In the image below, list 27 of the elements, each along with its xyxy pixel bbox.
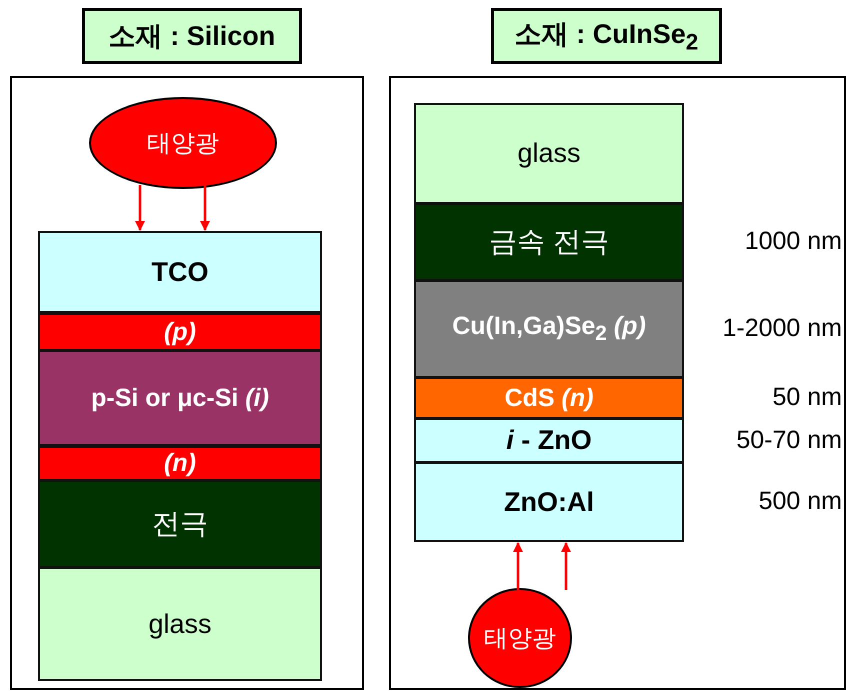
- layer-box: 전극: [38, 480, 322, 568]
- arrow: [513, 542, 523, 590]
- panel-frame: [10, 76, 364, 690]
- thickness-label: 50-70 nm: [736, 426, 842, 454]
- layer-box: (p): [38, 313, 322, 351]
- layer-box: glass: [414, 103, 684, 204]
- thickness-label: 50 nm: [772, 383, 842, 412]
- arrow: [135, 185, 145, 231]
- title-box: 소재 : Silicon: [82, 8, 302, 64]
- panel-frame: [389, 76, 846, 690]
- thickness-label: 500 nm: [758, 487, 842, 516]
- arrow: [200, 185, 210, 231]
- thickness-label: 1-2000 nm: [722, 314, 842, 343]
- sunlight-ellipse: 태양광: [89, 97, 277, 189]
- layer-box: (n): [38, 446, 322, 481]
- layer-box: 금속 전극: [414, 203, 684, 281]
- layer-box: ZnO:Al: [414, 462, 684, 542]
- sunlight-ellipse: 태양광: [468, 588, 572, 688]
- thickness-label: 1000 nm: [744, 227, 842, 256]
- layer-box: i - ZnO: [414, 418, 684, 463]
- layer-box: Cu(In,Ga)Se$_{2}$ (p): [414, 280, 684, 378]
- title-box: 소재 : CuInSe$_{2}$: [491, 8, 722, 64]
- layer-box: CdS (n): [414, 377, 684, 419]
- layer-box: p-Si or μc-Si (i): [38, 350, 322, 446]
- arrow: [561, 542, 571, 590]
- layer-box: glass: [38, 567, 322, 681]
- layer-box: TCO: [38, 231, 322, 313]
